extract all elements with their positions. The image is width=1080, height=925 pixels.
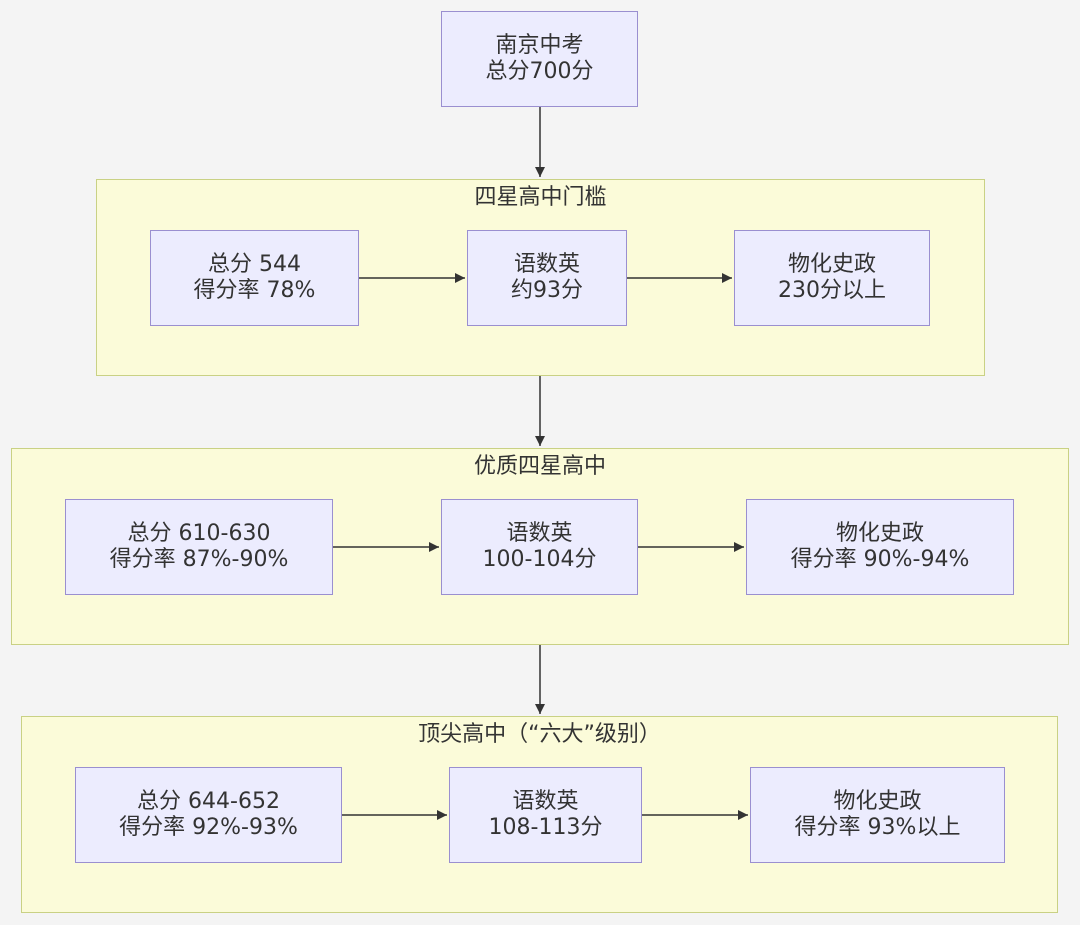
node-total-score: 总分 610-630 得分率 87%-90% (65, 499, 333, 595)
node-line1: 物化史政 (833, 789, 922, 814)
node-line1: 物化史政 (787, 252, 876, 277)
node-line2: 100-104分 (482, 547, 597, 572)
node-line2: 230分以上 (778, 278, 886, 303)
node-line2: 得分率 87%-90% (109, 547, 289, 572)
group-title: 四星高中门槛 (474, 185, 607, 210)
node-line1: 语数英 (512, 789, 579, 814)
node-chinese-math-english: 语数英 约93分 (467, 230, 627, 326)
node-line2: 得分率 92%-93% (119, 815, 298, 840)
node-chinese-math-english: 语数英 100-104分 (441, 499, 638, 595)
node-line1: 总分 544 (208, 252, 301, 277)
node-total-score: 总分 644-652 得分率 92%-93% (75, 767, 342, 863)
root-node-line2: 总分700分 (485, 59, 594, 84)
group-title: 顶尖高中（“六大”级别） (418, 722, 661, 747)
node-line2: 得分率 90%-94% (790, 547, 970, 572)
node-line2: 得分率 78% (193, 278, 316, 303)
root-node-line1: 南京中考 (495, 33, 584, 58)
node-physics-chemistry-history-politics: 物化史政 得分率 90%-94% (746, 499, 1014, 595)
node-chinese-math-english: 语数英 108-113分 (449, 767, 642, 863)
group-title: 优质四星高中 (473, 454, 606, 479)
node-line1: 总分 610-630 (127, 521, 271, 546)
node-total-score: 总分 544 得分率 78% (150, 230, 359, 326)
node-line2: 108-113分 (488, 815, 603, 840)
node-line1: 语数英 (506, 521, 573, 546)
node-line2: 约93分 (511, 278, 583, 303)
node-line2: 得分率 93%以上 (794, 815, 961, 840)
node-physics-chemistry-history-politics: 物化史政 230分以上 (734, 230, 930, 326)
node-line1: 语数英 (513, 252, 580, 277)
node-line1: 总分 644-652 (137, 789, 280, 814)
node-physics-chemistry-history-politics: 物化史政 得分率 93%以上 (750, 767, 1005, 863)
node-line1: 物化史政 (835, 521, 924, 546)
root-node: 南京中考 总分700分 (441, 11, 638, 107)
